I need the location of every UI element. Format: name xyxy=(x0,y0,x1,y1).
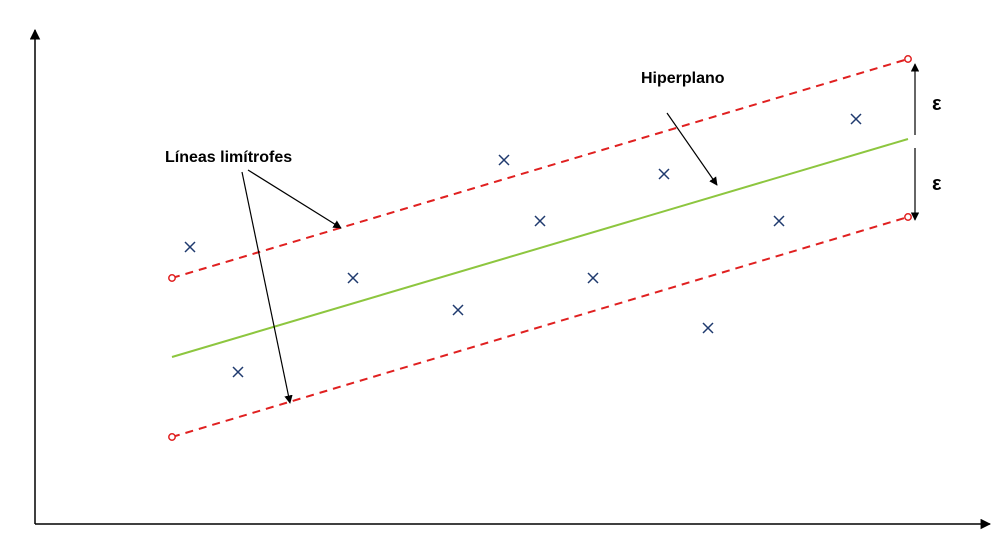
lower-boundary-line xyxy=(171,216,909,438)
data-point xyxy=(452,304,464,316)
epsilon-bottom-label: ε xyxy=(932,173,942,195)
data-points xyxy=(184,113,862,378)
data-point xyxy=(773,215,785,227)
upper-boundary-end-dot xyxy=(904,55,912,63)
data-point xyxy=(587,272,599,284)
lower-boundary-start-dot xyxy=(168,433,176,441)
epsilon-top-label: ε xyxy=(932,93,942,115)
lower-boundary-end-dot xyxy=(904,213,912,221)
data-point xyxy=(498,154,510,166)
data-point xyxy=(184,241,196,253)
hyperplane-line xyxy=(171,138,909,358)
hyperplane-arrow xyxy=(666,112,718,186)
boundary-arrow-lower xyxy=(241,171,293,404)
upper-boundary-start-dot xyxy=(168,274,176,282)
data-point xyxy=(347,272,359,284)
data-point xyxy=(658,168,670,180)
data-point xyxy=(534,215,546,227)
upper-boundary-line xyxy=(171,58,909,279)
data-point xyxy=(232,366,244,378)
hyperplane-label: Hiperplano xyxy=(641,70,725,87)
boundary-arrow-upper xyxy=(247,169,342,229)
data-point xyxy=(702,322,714,334)
boundary-lines-label: Líneas limítrofes xyxy=(165,149,292,166)
data-point xyxy=(850,113,862,125)
